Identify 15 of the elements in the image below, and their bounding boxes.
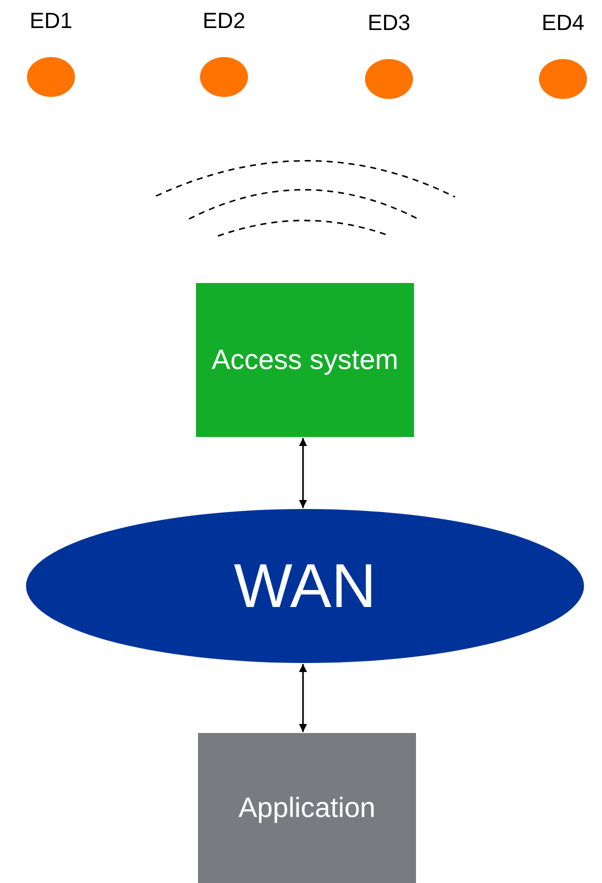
end-device-dot <box>27 57 75 97</box>
device-label: ED2 <box>202 8 246 34</box>
end-device-dot <box>200 57 248 97</box>
double-arrow <box>299 664 307 732</box>
end-device-dot <box>539 59 587 99</box>
device-label: ED3 <box>368 10 410 36</box>
device-label: ED4 <box>542 10 584 36</box>
device-label: ED1 <box>30 8 72 34</box>
double-arrow <box>299 438 307 508</box>
node-label: WAN <box>234 550 376 622</box>
process-box <box>196 283 414 437</box>
node-label: Application <box>238 792 376 824</box>
node-label: Access system <box>212 344 398 376</box>
end-device-dot <box>365 59 413 99</box>
process-box <box>198 733 416 883</box>
